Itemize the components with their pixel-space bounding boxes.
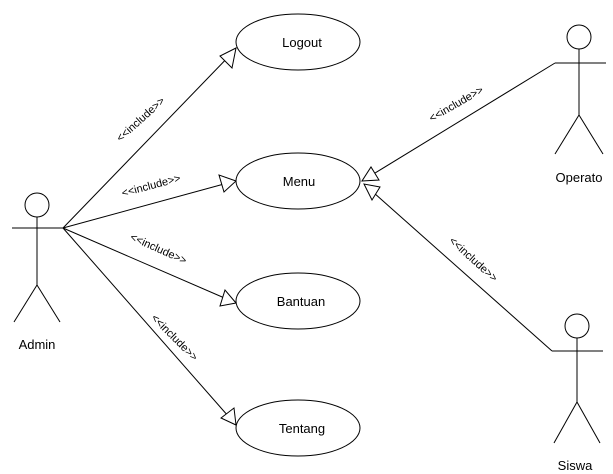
use-case-label-bantuan: Bantuan	[277, 294, 325, 309]
arrowhead-menu-admin	[218, 174, 237, 193]
use-case-logout	[235, 13, 361, 71]
actor-label-operator: Operato	[556, 170, 603, 185]
line-siswa-menu	[364, 184, 553, 352]
arrowhead-menu-siswa	[363, 183, 381, 202]
line-operator-menu	[361, 62, 556, 182]
relationship-lines	[62, 49, 556, 426]
stereotype-admin-tentang: <<include>>	[148, 312, 199, 363]
stereotype-operator-menu: <<include>>	[427, 84, 485, 125]
use-case-labels: Logout Menu Bantuan Tentang	[277, 35, 325, 436]
arrowhead-bantuan	[219, 288, 237, 307]
use-case-label-logout: Logout	[282, 35, 322, 50]
line-admin-bantuan	[62, 227, 237, 304]
stereotype-admin-logout: <<include>>	[114, 95, 167, 144]
use-case-label-tentang: Tentang	[279, 421, 325, 436]
actor-label-siswa: Siswa	[558, 458, 593, 473]
line-admin-menu	[62, 180, 236, 229]
use-case-menu	[235, 152, 361, 210]
use-cases	[235, 13, 361, 457]
line-admin-logout	[62, 49, 236, 229]
line-admin-tentang	[62, 227, 237, 426]
actor-admin	[12, 192, 63, 323]
actor-siswa	[552, 313, 603, 444]
use-case-bantuan	[235, 272, 361, 330]
arrowhead-menu-operator	[361, 166, 380, 182]
arrowhead-logout	[219, 47, 237, 70]
actor-operator	[554, 24, 606, 155]
use-case-tentang	[235, 399, 361, 457]
actor-label-admin: Admin	[19, 337, 56, 352]
stereotype-admin-bantuan: <<include>>	[128, 231, 188, 267]
arrowheads	[218, 47, 381, 426]
use-case-label-menu: Menu	[283, 174, 316, 189]
arrowhead-tentang	[220, 407, 237, 426]
stereotype-siswa-menu: <<include>>	[446, 235, 499, 284]
stereotype-admin-menu: <<include>>	[120, 172, 182, 199]
